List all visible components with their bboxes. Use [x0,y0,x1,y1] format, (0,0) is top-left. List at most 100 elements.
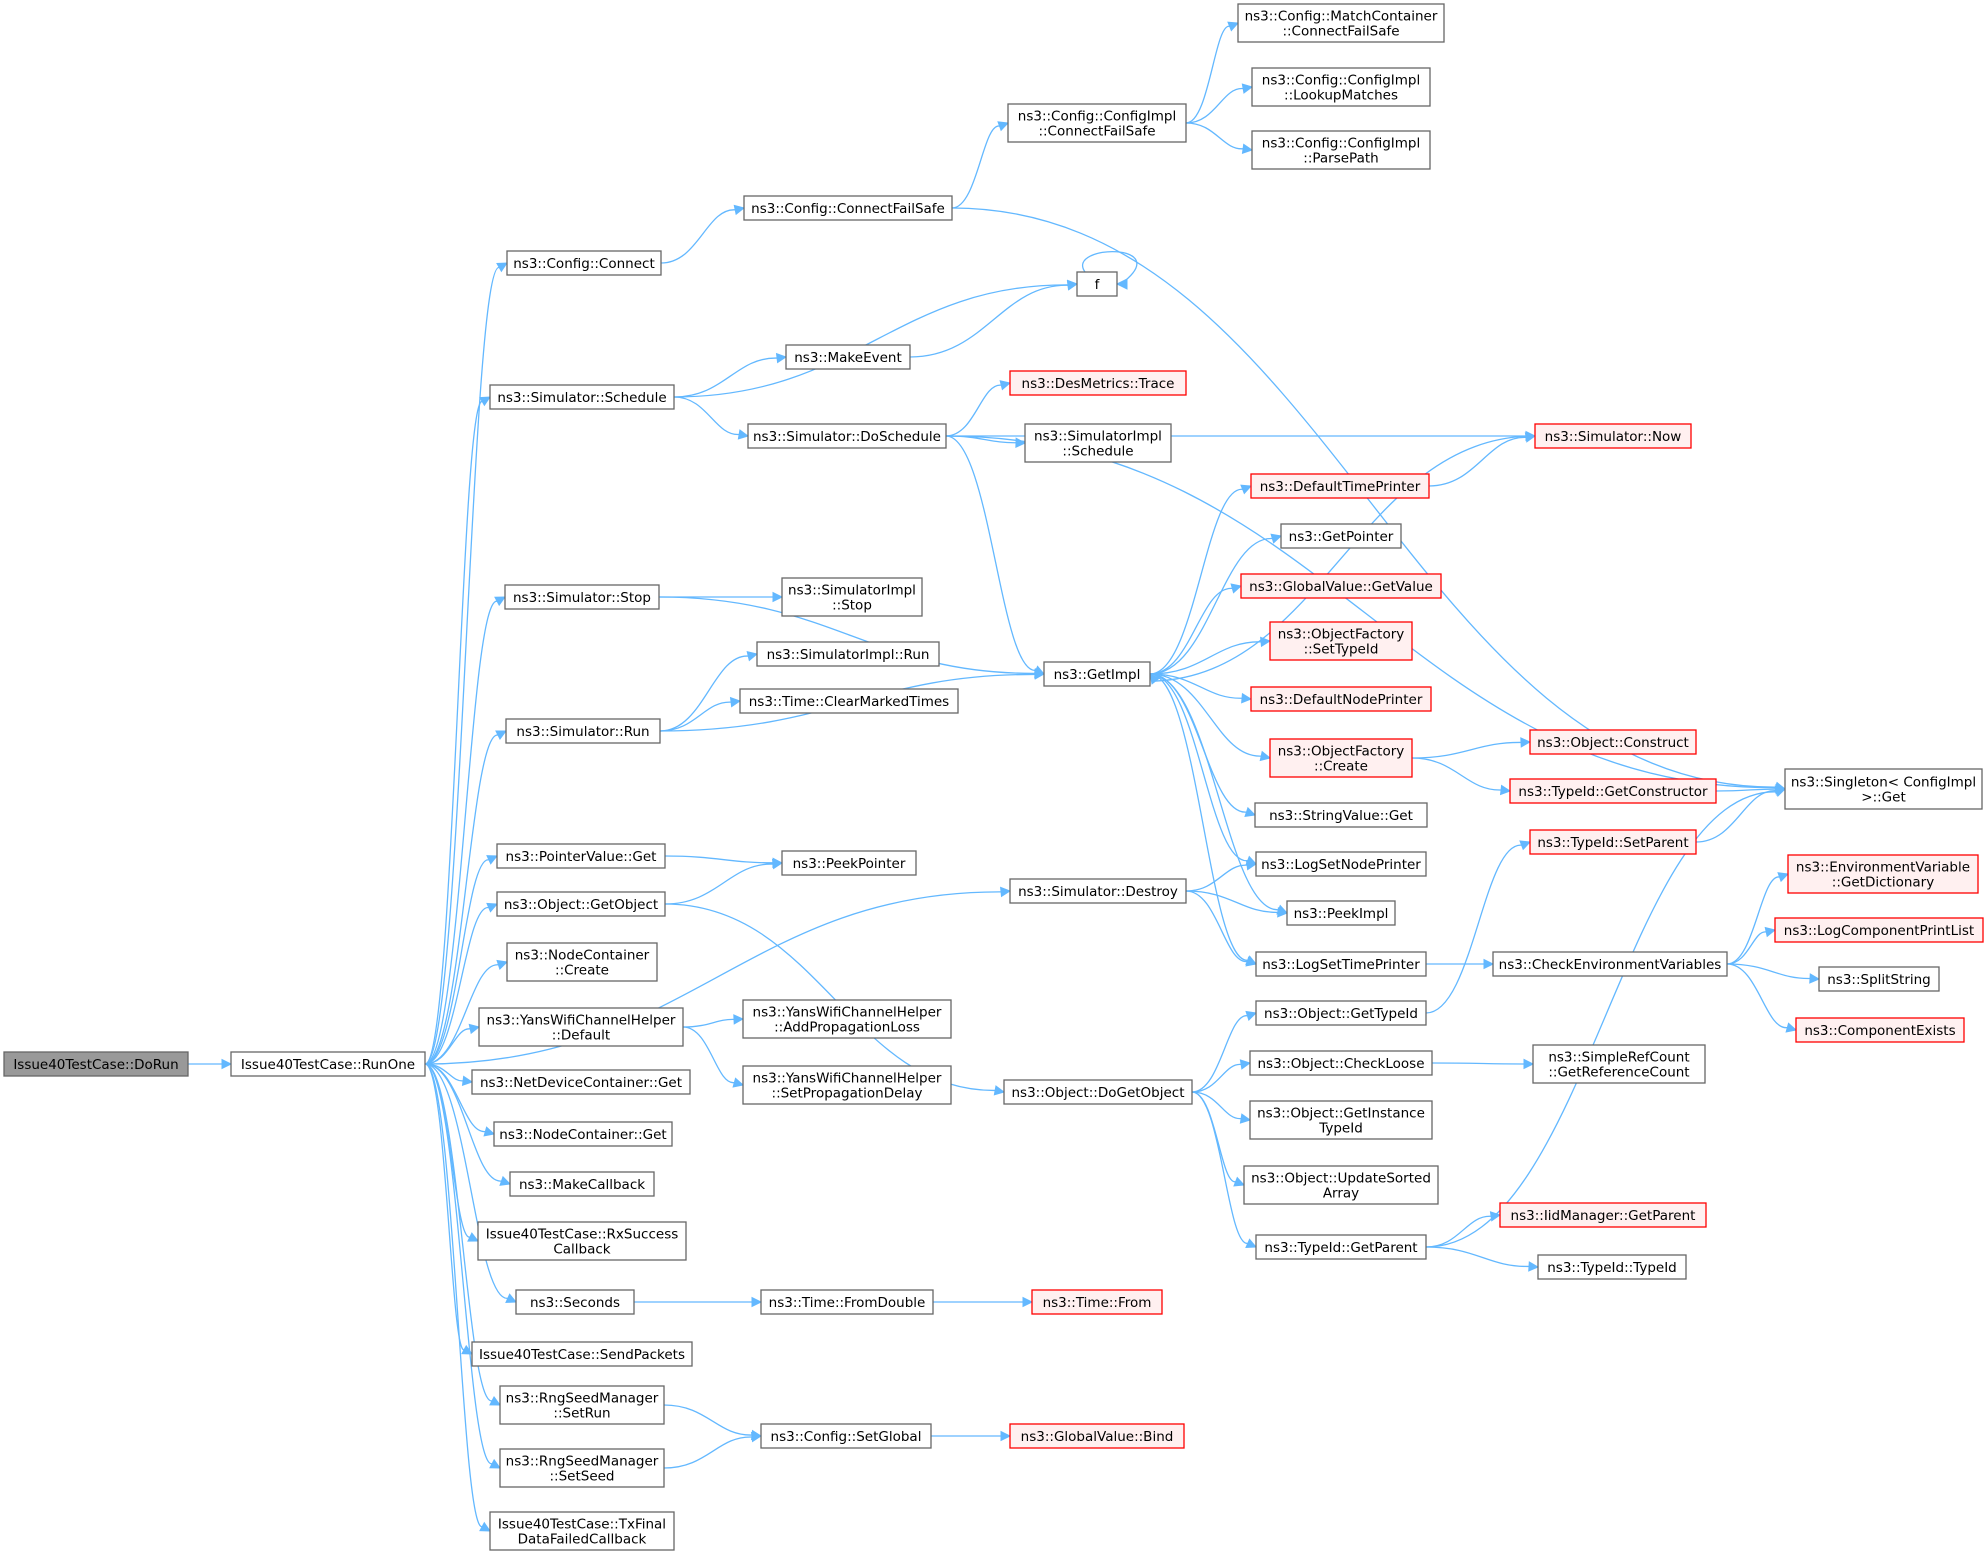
node-defaultTimePrinter[interactable]: ns3::DefaultTimePrinter [1250,473,1430,499]
node-box[interactable] [478,1007,684,1047]
node-box[interactable] [785,344,911,370]
node-box[interactable] [1254,802,1428,828]
node-box[interactable] [504,584,660,610]
node-box[interactable] [1795,1017,1965,1043]
node-box[interactable] [506,942,658,982]
node-box[interactable] [1243,1165,1439,1205]
node-seconds[interactable]: ns3::Seconds [515,1289,635,1315]
node-stringValueGet[interactable]: ns3::StringValue::Get [1254,802,1428,828]
node-globalValueGetValue[interactable]: ns3::GlobalValue::GetValue [1240,573,1442,599]
node-logComponentPrintList[interactable]: ns3::LogComponentPrintList [1774,917,1984,943]
node-box[interactable] [1787,854,1979,894]
node-box[interactable] [743,195,953,221]
node-box[interactable] [499,1448,665,1488]
node-globalValueBind[interactable]: ns3::GlobalValue::Bind [1009,1423,1185,1449]
node-singletonGet[interactable]: ns3::Singleton< ConfigImpl >::Get [1784,768,1983,810]
node-simImplStop[interactable]: ns3::SimulatorImpl::Stop [781,577,923,617]
node-box[interactable] [230,1051,426,1077]
node-makeEvent[interactable]: ns3::MakeEvent [785,344,911,370]
node-doRun[interactable]: Issue40TestCase::DoRun [3,1051,189,1077]
node-f[interactable]: f [1076,271,1118,297]
node-box[interactable] [496,891,666,917]
node-box[interactable] [1076,271,1118,297]
node-box[interactable] [1031,1289,1163,1315]
node-makeCallback[interactable]: ns3::MakeCallback [509,1171,655,1197]
node-box[interactable] [1529,829,1697,855]
node-box[interactable] [1007,103,1187,143]
node-box[interactable] [1250,686,1432,712]
node-box[interactable] [1784,768,1983,810]
node-box[interactable] [509,1171,655,1197]
node-box[interactable] [1255,851,1427,877]
node-box[interactable] [760,1423,932,1449]
node-box[interactable] [1537,1254,1687,1280]
node-peekPointer[interactable]: ns3::PeekPointer [781,850,917,876]
node-box[interactable] [1237,3,1445,43]
node-objFactoryCreate[interactable]: ns3::ObjectFactory::Create [1269,738,1413,778]
node-configSetGlobal[interactable]: ns3::Config::SetGlobal [760,1423,932,1449]
node-simImplSchedule[interactable]: ns3::SimulatorImpl::Schedule [1024,423,1172,463]
node-peekImpl[interactable]: ns3::PeekImpl [1286,900,1396,926]
node-typeIdSetParent[interactable]: ns3::TypeId::SetParent [1529,829,1697,855]
node-box[interactable] [1269,621,1413,661]
node-box[interactable] [471,1069,691,1095]
node-logSetNodePrinter[interactable]: ns3::LogSetNodePrinter [1255,851,1427,877]
node-box[interactable] [1255,1000,1427,1026]
node-box[interactable] [477,1221,687,1261]
node-simRun[interactable]: ns3::Simulator::Run [505,718,661,744]
node-pointerValueGet[interactable]: ns3::PointerValue::Get [496,843,666,869]
node-timeClearMarkedTimes[interactable]: ns3::Time::ClearMarkedTimes [739,688,959,714]
node-cfgImplConnectFailSafe[interactable]: ns3::Config::ConfigImpl::ConnectFailSafe [1007,103,1187,143]
node-box[interactable] [515,1289,635,1315]
node-box[interactable] [760,1289,934,1315]
node-rngSetSeed[interactable]: ns3::RngSeedManager::SetSeed [499,1448,665,1488]
node-box[interactable] [1492,951,1728,977]
node-box[interactable] [747,423,947,449]
node-box[interactable] [1009,878,1187,904]
node-yansSetPropDelay[interactable]: ns3::YansWifiChannelHelper::SetPropagati… [742,1065,952,1105]
node-typeIdTypeId[interactable]: ns3::TypeId::TypeId [1537,1254,1687,1280]
node-box[interactable] [1269,738,1413,778]
node-box[interactable] [1003,1079,1193,1105]
node-box[interactable] [505,718,661,744]
node-matchContainer[interactable]: ns3::Config::MatchContainer::ConnectFail… [1237,3,1445,43]
node-typeIdGetConstructor[interactable]: ns3::TypeId::GetConstructor [1509,778,1717,804]
node-simpleRefCount[interactable]: ns3::SimpleRefCount::GetReferenceCount [1532,1044,1706,1084]
node-checkEnvVars[interactable]: ns3::CheckEnvironmentVariables [1492,951,1728,977]
node-box[interactable] [1249,1050,1433,1076]
node-typeIdGetParent[interactable]: ns3::TypeId::GetParent [1255,1234,1427,1260]
node-simDestroy[interactable]: ns3::Simulator::Destroy [1009,878,1187,904]
node-simSchedule[interactable]: ns3::Simulator::Schedule [489,384,675,410]
node-objectGetTypeId[interactable]: ns3::Object::GetTypeId [1255,1000,1427,1026]
node-simImplRun[interactable]: ns3::SimulatorImpl::Run [756,641,940,667]
node-box[interactable] [499,1385,665,1425]
node-objectGetObject[interactable]: ns3::Object::GetObject [496,891,666,917]
node-box[interactable] [1286,900,1396,926]
node-objFactorySetTypeId[interactable]: ns3::ObjectFactory::SetTypeId [1269,621,1413,661]
node-box[interactable] [1251,67,1431,107]
node-box[interactable] [1774,917,1984,943]
node-cfgConnectFailSafe[interactable]: ns3::Config::ConnectFailSafe [743,195,953,221]
node-objectDoGetObject[interactable]: ns3::Object::DoGetObject [1003,1079,1193,1105]
node-yansAddPropLoss[interactable]: ns3::YansWifiChannelHelper::AddPropagati… [742,999,952,1039]
node-box[interactable] [493,1121,673,1147]
node-objectConstruct[interactable]: ns3::Object::Construct [1529,729,1697,755]
node-box[interactable] [1251,130,1431,170]
node-box[interactable] [742,999,952,1039]
node-simNow[interactable]: ns3::Simulator::Now [1534,423,1692,449]
node-txFinalDataFailed[interactable]: Issue40TestCase::TxFinalDataFailedCallba… [489,1511,675,1551]
node-box[interactable] [489,384,675,410]
node-box[interactable] [739,688,959,714]
node-box[interactable] [1009,1423,1185,1449]
node-desMetricsTrace[interactable]: ns3::DesMetrics::Trace [1009,370,1187,396]
node-nodeContainerCreate[interactable]: ns3::NodeContainer::Create [506,942,658,982]
node-box[interactable] [781,850,917,876]
node-parsePath[interactable]: ns3::Config::ConfigImpl::ParsePath [1251,130,1431,170]
node-cfgConnect[interactable]: ns3::Config::Connect [506,250,662,276]
node-sendPackets[interactable]: Issue40TestCase::SendPackets [471,1341,693,1367]
node-box[interactable] [1024,423,1172,463]
node-box[interactable] [1255,1234,1427,1260]
node-splitString[interactable]: ns3::SplitString [1818,966,1940,992]
